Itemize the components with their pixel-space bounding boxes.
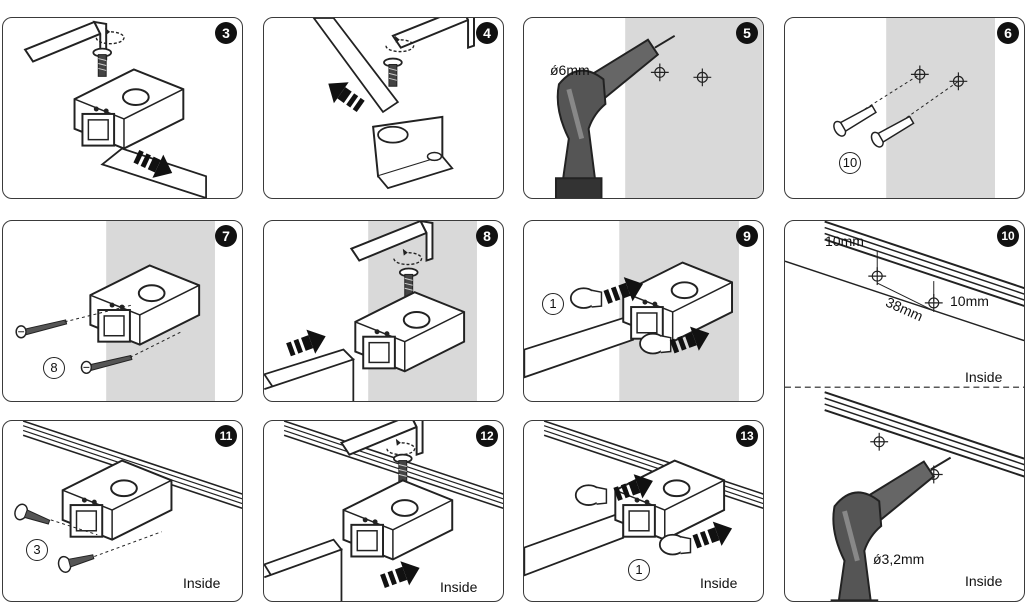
ceiling-rail xyxy=(823,391,1024,511)
hex-key-icon xyxy=(391,18,475,49)
step-number-badge: 10 xyxy=(997,225,1019,247)
inside-label: Inside xyxy=(965,573,1003,589)
rotation-arrow-icon xyxy=(386,438,416,456)
step-7-illustration xyxy=(15,221,215,401)
end-cap-icon xyxy=(658,533,692,556)
step-number-badge: 8 xyxy=(476,225,498,247)
drill-mark-icon xyxy=(869,432,889,452)
step-6-illustration xyxy=(833,18,995,198)
step-9-panel: 1 9 xyxy=(523,220,764,402)
end-cap-icon xyxy=(569,287,603,309)
step-number-badge: 5 xyxy=(736,22,758,44)
drill-bit-size-label: ǿ3,2mm xyxy=(873,551,925,567)
bracket-icon xyxy=(61,459,173,541)
drill-bit-size-label: ǿ6mm xyxy=(550,62,590,78)
step-10-illustration xyxy=(785,221,1024,601)
step-13-illustration xyxy=(524,421,763,577)
hex-key-icon xyxy=(340,421,424,456)
inside-label: Inside xyxy=(965,369,1003,385)
step-number-badge: 13 xyxy=(736,425,758,447)
step-4-illustration xyxy=(312,18,475,190)
step-5-illustration xyxy=(524,18,763,198)
step-number-badge: 11 xyxy=(215,425,237,447)
dimension-top-label: 10mm xyxy=(825,233,864,249)
step-11-panel: 3 Inside 11 xyxy=(2,420,243,602)
part-number-label: 10 xyxy=(839,152,861,174)
direction-arrow-icon xyxy=(378,555,425,594)
step-number-badge: 9 xyxy=(736,225,758,247)
inside-label: Inside xyxy=(700,575,738,591)
inside-label: Inside xyxy=(183,575,221,591)
screw-icon xyxy=(14,503,51,525)
step-number-badge: 7 xyxy=(215,225,237,247)
step-6-panel: 10 6 xyxy=(784,17,1025,199)
step-number-badge: 4 xyxy=(476,22,498,44)
step-5-panel: ǿ6mm 5 xyxy=(523,17,764,199)
step-13-panel: 1 Inside 13 xyxy=(523,420,764,602)
bracket-icon xyxy=(342,479,454,561)
step-number-badge: 3 xyxy=(215,22,237,44)
step-3-illustration xyxy=(24,20,207,198)
step-12-illustration xyxy=(264,421,503,601)
dimension-right-label: 10mm xyxy=(950,293,989,309)
step-10-panel: 10mm 10mm 38mm Inside ǿ3,2mm Inside 10 xyxy=(784,220,1025,602)
inside-label: Inside xyxy=(440,579,478,595)
part-number-label: 8 xyxy=(43,357,65,379)
end-cap-icon xyxy=(639,332,672,355)
step-3-panel: 3 xyxy=(2,17,243,199)
step-11-illustration xyxy=(14,421,242,573)
step-7-panel: 8 7 xyxy=(2,220,243,402)
step-8-illustration xyxy=(264,221,477,401)
step-number-badge: 6 xyxy=(997,22,1019,44)
wall-plug-icon xyxy=(870,115,915,148)
screw-icon xyxy=(57,554,95,573)
end-cap-icon xyxy=(574,484,608,506)
bracket-icon xyxy=(614,459,726,541)
part-number-label: 1 xyxy=(542,293,564,315)
wall-plug-icon xyxy=(833,104,877,137)
wall xyxy=(886,18,995,198)
part-number-label: 3 xyxy=(26,539,48,561)
step-number-badge: 12 xyxy=(476,425,498,447)
step-9-illustration xyxy=(524,221,739,401)
screw-icon xyxy=(383,57,403,88)
part-number-label: 1 xyxy=(628,559,650,581)
step-8-panel: 8 xyxy=(263,220,504,402)
hex-key-icon xyxy=(24,20,108,63)
step-12-panel: Inside 12 xyxy=(263,420,504,602)
bracket-icon xyxy=(73,68,185,150)
screw-icon xyxy=(92,47,113,78)
step-4-panel: 4 xyxy=(263,17,504,199)
screw-icon xyxy=(15,319,68,339)
